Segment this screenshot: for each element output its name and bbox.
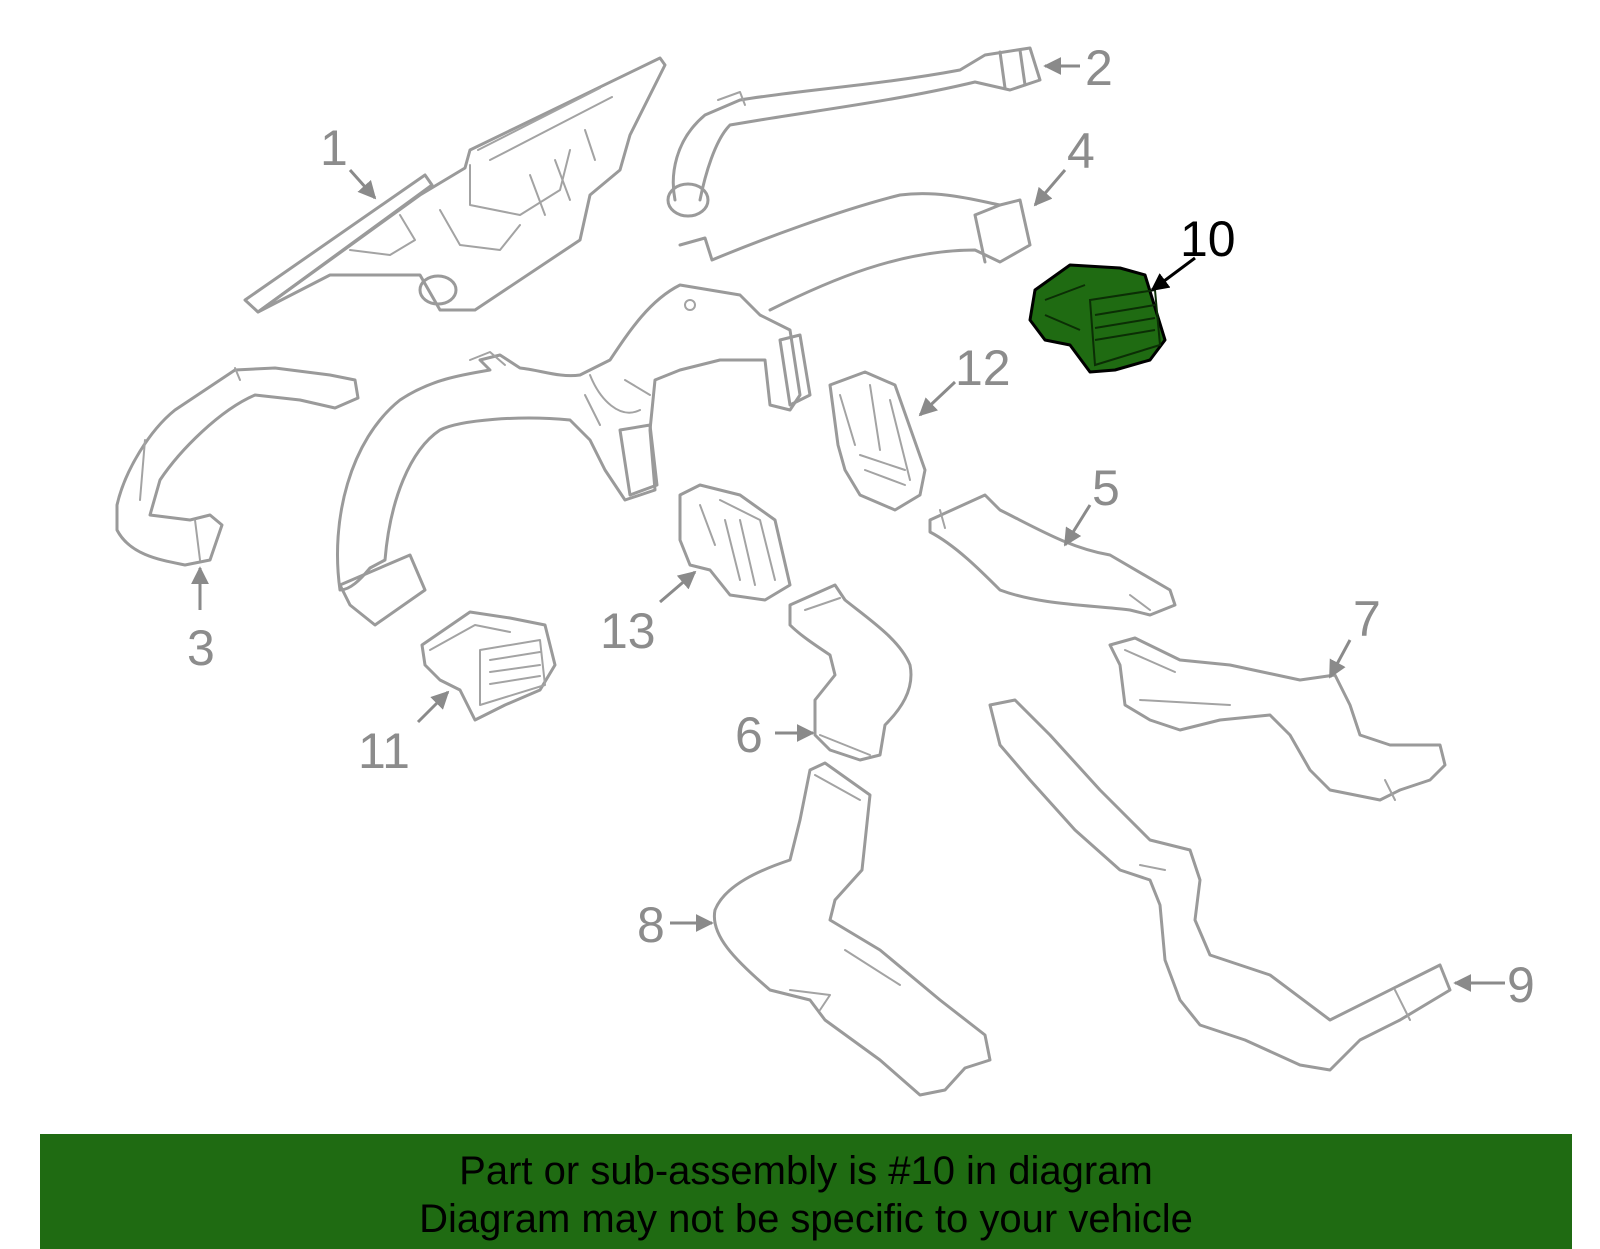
leader-lines <box>191 57 1505 992</box>
central-duct-assembly <box>336 283 812 627</box>
callout-8: 8 <box>637 897 665 953</box>
callout-labels: 1 2 3 4 5 6 7 8 9 10 11 12 13 <box>187 40 1535 1013</box>
part-6-duct <box>788 583 913 762</box>
part-1-defroster-duct <box>243 56 667 314</box>
part-12-vent <box>828 370 927 512</box>
callout-9: 9 <box>1507 957 1535 1013</box>
callout-5: 5 <box>1092 460 1120 516</box>
part-11-vent <box>420 610 557 722</box>
part-2-side-duct <box>666 46 1042 218</box>
part-13-vent <box>678 483 792 602</box>
callout-11: 11 <box>358 723 410 779</box>
info-banner: Part or sub-assembly is #10 in diagram D… <box>40 1134 1572 1249</box>
callout-12: 12 <box>955 340 1011 396</box>
callout-10[interactable]: 10 <box>1180 211 1236 267</box>
callout-2: 2 <box>1085 40 1113 96</box>
callout-3: 3 <box>187 620 215 676</box>
part-3-left-duct <box>115 366 360 567</box>
part-10-highlighted-vent[interactable] <box>1028 263 1167 374</box>
part-7-duct <box>1108 636 1447 802</box>
callout-6: 6 <box>735 707 763 763</box>
callout-7: 7 <box>1353 591 1381 647</box>
callout-13: 13 <box>600 603 656 659</box>
part-4-center-duct <box>678 192 1032 312</box>
banner-line-part-number: Part or sub-assembly is #10 in diagram <box>459 1149 1153 1193</box>
part-8-duct <box>712 761 992 1097</box>
callout-1: 1 <box>320 120 348 176</box>
part-9-duct <box>988 698 1452 1072</box>
part-5-duct <box>928 493 1177 617</box>
callout-4: 4 <box>1067 123 1095 179</box>
banner-line-disclaimer: Diagram may not be specific to your vehi… <box>419 1197 1193 1241</box>
